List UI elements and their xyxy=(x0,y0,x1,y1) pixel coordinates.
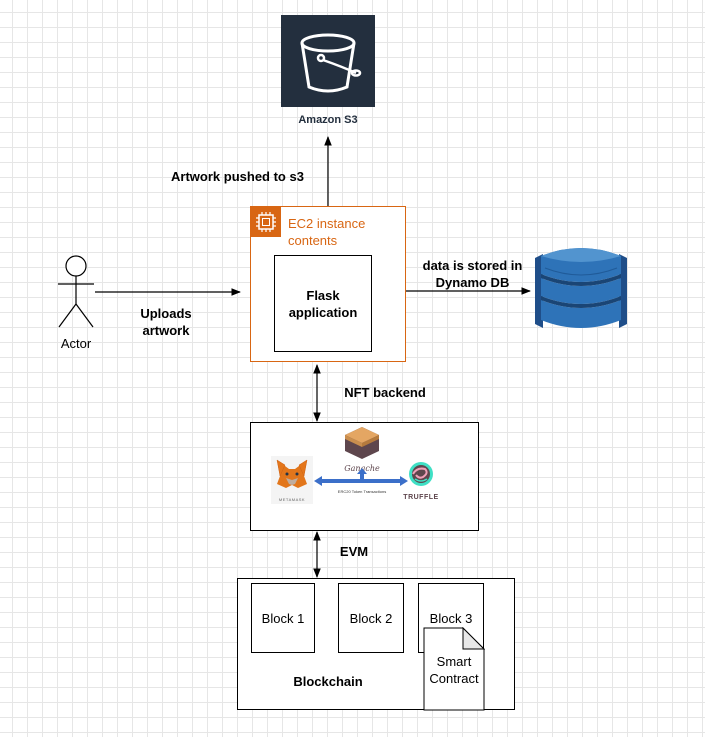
label-evm: EVM xyxy=(339,544,369,559)
ec2-container[interactable]: EC2 instance contents Flask application xyxy=(250,206,406,362)
transactions-label: ERC20 Token Transactions xyxy=(337,489,387,494)
blockchain-label: Blockchain xyxy=(293,674,363,689)
metamask-logo: METAMASK xyxy=(271,456,313,504)
actor-label: Actor xyxy=(60,336,92,351)
dynamodb-icon[interactable] xyxy=(535,238,627,342)
label-data-stored: data is stored in Dynamo DB xyxy=(422,258,523,290)
label-nft-backend: NFT backend xyxy=(344,385,426,400)
truffle-label: TRUFFLE xyxy=(403,494,439,501)
s3-node[interactable] xyxy=(281,15,375,107)
flask-label: Flask application xyxy=(288,287,358,320)
nft-backend-box[interactable]: METAMASK Ganache ERC20 Token Transaction… xyxy=(250,422,479,531)
label-artwork-pushed: Artwork pushed to s3 xyxy=(171,169,304,184)
truffle-icon xyxy=(409,462,433,486)
s3-label: Amazon S3 xyxy=(298,114,358,126)
label-uploads-artwork: Uploads artwork xyxy=(140,306,192,338)
ganache-icon xyxy=(345,427,379,459)
truffle-logo: TRUFFLE xyxy=(401,459,441,501)
actor-icon[interactable] xyxy=(54,254,98,330)
metamask-label: METAMASK xyxy=(278,497,306,502)
blockchain-container[interactable]: Block 1 Block 2 Block 3 Smart Contract B… xyxy=(237,578,515,711)
ganache-link-arrow xyxy=(357,468,367,480)
fox-icon xyxy=(276,459,308,488)
flask-app-box[interactable]: Flask application xyxy=(274,255,372,352)
block-1-label: Block 1 xyxy=(261,611,305,626)
block-3-label: Block 3 xyxy=(429,611,473,626)
block-2[interactable]: Block 2 xyxy=(338,583,404,653)
smart-contract-label: Smart Contract xyxy=(429,654,479,686)
transactions-arrow xyxy=(314,476,408,486)
ganache-logo: Ganache xyxy=(342,425,382,473)
ec2-title: EC2 instance contents xyxy=(288,216,366,248)
chip-icon xyxy=(251,207,281,237)
bucket-icon xyxy=(300,33,362,93)
block-1[interactable]: Block 1 xyxy=(251,583,315,653)
smart-contract-note[interactable] xyxy=(423,627,485,711)
block-2-label: Block 2 xyxy=(349,611,393,626)
